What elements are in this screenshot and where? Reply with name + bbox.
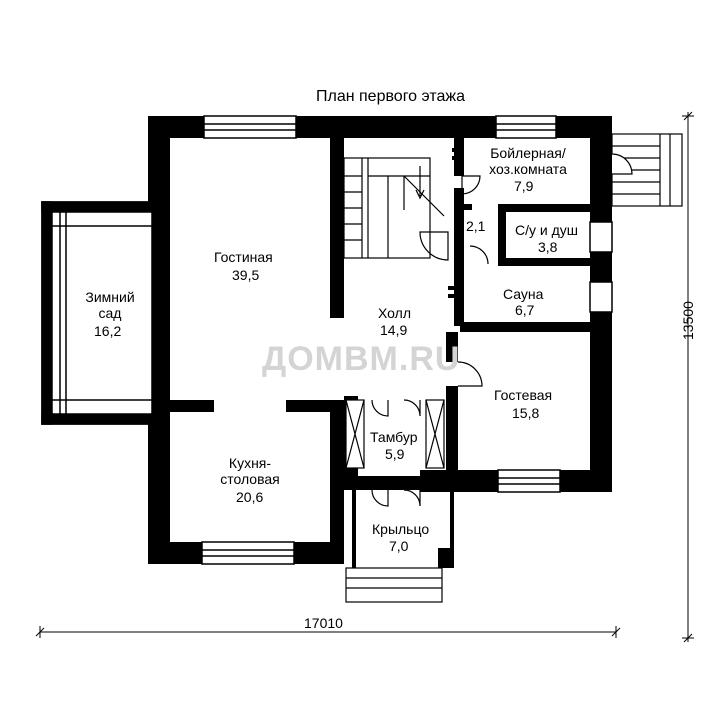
room-sauna-name: Сауна	[503, 286, 544, 302]
room-porch-area: 7,0	[389, 538, 409, 554]
room-winter-garden-area: 16,2	[94, 323, 122, 339]
watermark: ДОМВМ.RU	[262, 340, 461, 378]
room-guest-area: 15,8	[512, 405, 540, 421]
room-vestibule-area: 5,9	[385, 446, 405, 462]
room-porch-name: Крыльцо	[372, 521, 430, 537]
room-hall-name: Холл	[378, 305, 411, 321]
porch-steps	[345, 567, 443, 603]
plan-title: План первого этажа	[316, 88, 465, 105]
room-vestibule-name: Тамбур	[370, 429, 418, 445]
room-winter-garden-name: Зимний сад	[85, 289, 135, 321]
room-guest-name: Гостевая	[494, 387, 553, 403]
room-hall-area: 14,9	[380, 322, 408, 338]
winter-garden-column	[155, 306, 165, 320]
room-kitchen-area: 20,6	[236, 489, 264, 505]
side-stairs	[611, 133, 683, 207]
room-boiler-area: 7,9	[514, 178, 534, 194]
room-living-name: Гостиная	[214, 249, 273, 265]
doors	[371, 175, 489, 507]
room-kitchen-name: Кухня-столовая	[220, 455, 280, 487]
winter-garden-frame	[41, 201, 163, 425]
room-boiler-name: Бойлерная/ хоз.комната	[489, 145, 567, 177]
room-bathroom-area: 3,8	[538, 239, 558, 255]
dimension-width: 17010	[304, 615, 343, 631]
dimension-lines	[35, 111, 694, 643]
room-sauna-area: 6,7	[515, 302, 535, 318]
staircase	[343, 157, 445, 259]
room-bathroom-name: С/у и душ	[515, 222, 578, 238]
room-corridor-area: 2,1	[466, 218, 486, 234]
room-living-area: 39,5	[232, 267, 260, 283]
dimension-height: 13500	[680, 301, 696, 340]
marks	[158, 148, 458, 464]
vestibule-cabinets	[345, 399, 445, 469]
windows	[201, 115, 613, 565]
